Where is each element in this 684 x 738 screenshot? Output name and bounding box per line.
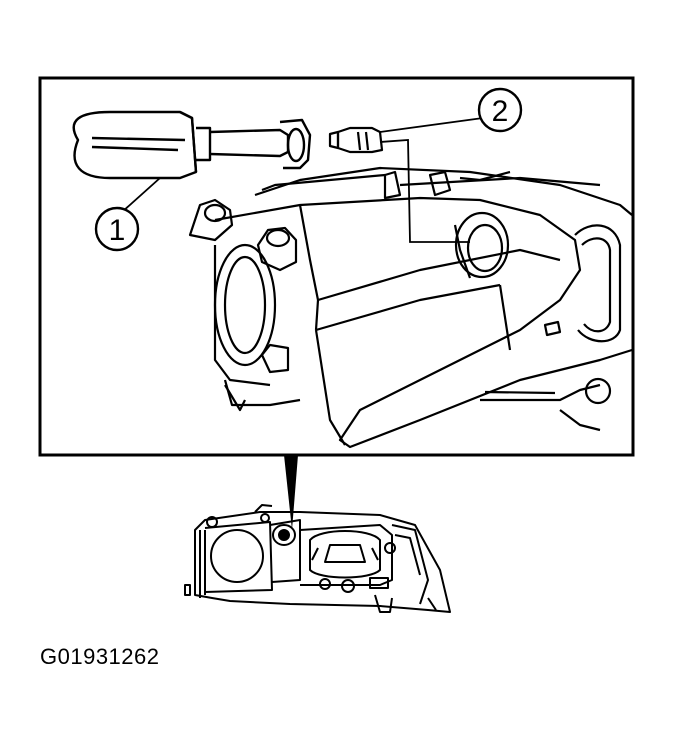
bulb-part bbox=[328, 126, 384, 154]
leader-line-2-to-socket bbox=[379, 139, 470, 243]
callout-2-number: 2 bbox=[492, 95, 509, 128]
callout-1-number: 1 bbox=[109, 214, 126, 247]
detail-pointer-arrow bbox=[284, 455, 298, 530]
headlight-housing-detail bbox=[188, 166, 633, 449]
leader-line-2 bbox=[379, 117, 484, 133]
figure-reference-id: G01931262 bbox=[40, 644, 160, 669]
callout-2: 2 bbox=[477, 87, 523, 133]
leader-lines bbox=[121, 117, 484, 243]
callout-1: 1 bbox=[94, 206, 140, 252]
leader-line-1 bbox=[121, 177, 161, 213]
detail-frame bbox=[38, 76, 635, 457]
headlight-assembly-overview bbox=[184, 504, 451, 613]
bulb-socket-part bbox=[72, 110, 312, 180]
